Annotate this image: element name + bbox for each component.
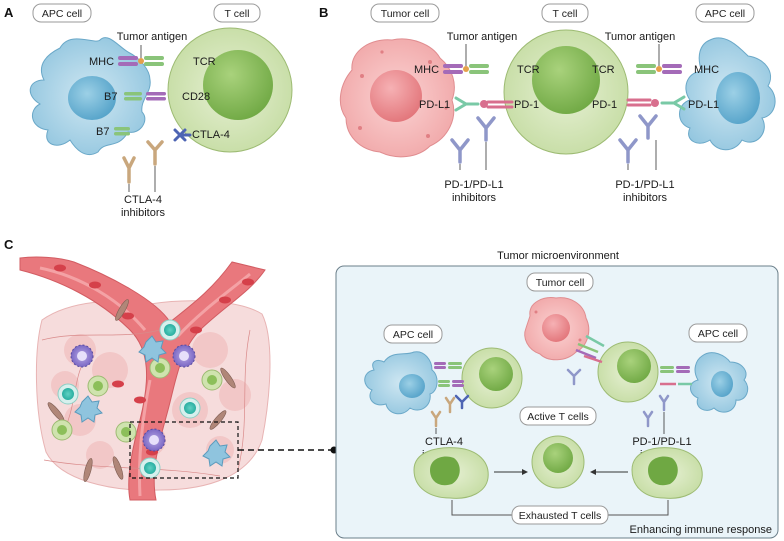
- apc-nucleus-b: [716, 72, 760, 124]
- pdl1-pd1-left-b: [454, 96, 514, 112]
- tumor-cell-label-c: Tumor cell: [526, 272, 594, 292]
- ctla4-label: CTLA-4: [192, 129, 230, 141]
- svg-text:Tumor cell: Tumor cell: [536, 277, 585, 289]
- svg-text:Tumor cell: Tumor cell: [381, 8, 430, 20]
- ctla4-inhibitors-label-a-line2: inhibitors: [121, 207, 166, 219]
- pd1-label-b-right: PD-1: [592, 99, 617, 111]
- pd-inhibitor-antibodies-right: [618, 114, 658, 164]
- t-cell-label-b: T cell: [541, 3, 589, 23]
- ctla4-inhibitors-label-c-line1: CTLA-4: [425, 436, 463, 448]
- tumor-antigen-label-a: Tumor antigen: [117, 31, 188, 43]
- svg-text:T cell: T cell: [553, 8, 578, 20]
- pd-inhibitor-antibodies-c-mid: [566, 368, 582, 386]
- t-cell-a: [167, 27, 293, 153]
- ctla4-inhibitor-antibodies-a: [122, 140, 164, 184]
- t-cell-nucleus-a: [203, 50, 273, 120]
- enhancing-immune-response-label: Enhancing immune response: [630, 524, 772, 536]
- receptor-pairs-c-left: [434, 362, 470, 410]
- svg-text:APC cell: APC cell: [705, 8, 745, 20]
- panel-label-a: A: [4, 5, 14, 20]
- mhc-label-a: MHC: [89, 56, 114, 68]
- active-t-cell: [531, 435, 585, 489]
- t-cell-c-left: [461, 347, 523, 409]
- apc-cell-label-c-left: APC cell: [383, 324, 443, 344]
- tumor-antigen-label-b-left: Tumor antigen: [447, 31, 518, 43]
- exhausted-t-cells-label: Exhausted T cells: [511, 505, 609, 525]
- t-cell-c-right: [597, 341, 659, 403]
- t-cell-b: [503, 29, 629, 155]
- panel-label-c: C: [4, 237, 14, 252]
- cd28-label: CD28: [182, 91, 210, 103]
- svg-text:Active T cells: Active T cells: [527, 411, 588, 423]
- pd-inhibitor-antibodies-c-right: [642, 394, 670, 428]
- apc-cell-c-left: [364, 351, 438, 415]
- pdl1-label-b-right: PD-L1: [688, 99, 719, 111]
- apc-cell-label-c-right: APC cell: [688, 323, 748, 343]
- mhc-tcr-left-b: [443, 64, 489, 74]
- tcr-label-b-left: TCR: [517, 64, 540, 76]
- apc-cell-a: [29, 37, 151, 156]
- mhc-tcr-right-b: [636, 64, 682, 74]
- tumor-tissue-illustration: [19, 256, 271, 501]
- pd-inhibitors-label-b-left-line2: inhibitors: [452, 192, 497, 204]
- tcr-label-a: TCR: [193, 56, 216, 68]
- pd-inhibitors-label-c-line1: PD-1/PD-L1: [632, 436, 691, 448]
- microenvironment-title: Tumor microenvironment: [497, 250, 619, 262]
- apc-cell-b: [679, 37, 776, 151]
- ctla4-inhibitors-label-a-line1: CTLA-4: [124, 194, 162, 206]
- tumor-cell-b: [339, 38, 455, 158]
- pd1-label-b-left: PD-1: [514, 99, 539, 111]
- tumor-cell-label-b: Tumor cell: [370, 3, 440, 23]
- b7-label-top: B7: [104, 91, 117, 103]
- exhausted-t-cell-right: [631, 447, 703, 499]
- apc-nucleus-a: [68, 76, 116, 120]
- pd-inhibitors-label-b-right-line2: inhibitors: [623, 192, 668, 204]
- pd-inhibitors-label-b-right-line1: PD-1/PD-L1: [615, 179, 674, 191]
- tumor-antigen-label-b-right: Tumor antigen: [605, 31, 676, 43]
- pdl1-label-b-left: PD-L1: [419, 99, 450, 111]
- t-cell-nucleus-b: [532, 46, 600, 114]
- mhc-label-b-right: MHC: [694, 64, 719, 76]
- tumor-cell-c: [524, 297, 590, 361]
- svg-text:Exhausted T cells: Exhausted T cells: [519, 510, 602, 522]
- pd-inhibitors-label-b-left-line1: PD-1/PD-L1: [444, 179, 503, 191]
- svg-text:APC cell: APC cell: [698, 328, 738, 340]
- apc-cell-c-right: [690, 352, 749, 413]
- pd-inhibitor-antibodies-left: [450, 116, 496, 164]
- ctla4-inhibitor-antibodies-c: [430, 396, 456, 428]
- tumor-tcell-receptors-c: [575, 334, 605, 364]
- svg-text:APC cell: APC cell: [42, 8, 82, 20]
- t-cell-label-a: T cell: [213, 3, 261, 23]
- tumor-nucleus-b: [370, 70, 422, 122]
- receptor-pairs-c-right: [660, 366, 692, 386]
- active-t-cells-label: Active T cells: [519, 406, 597, 426]
- svg-text:T cell: T cell: [225, 8, 250, 20]
- pd1-pdl1-right-b: [626, 95, 686, 111]
- panel-label-b: B: [319, 5, 328, 20]
- mhc-label-b-left: MHC: [414, 64, 439, 76]
- b7-label-bottom: B7: [96, 126, 109, 138]
- b7-cd28-pair: [124, 92, 166, 101]
- svg-text:APC cell: APC cell: [393, 329, 433, 341]
- mhc-receptor-a: [118, 56, 144, 66]
- exhausted-t-cell-left: [413, 447, 489, 499]
- tcr-receptor-a: [144, 56, 164, 66]
- b7-ctla4-pair: [114, 127, 192, 142]
- tcr-label-b-right: TCR: [592, 64, 615, 76]
- apc-cell-label-b: APC cell: [695, 3, 755, 23]
- apc-cell-label-a: APC cell: [32, 3, 92, 23]
